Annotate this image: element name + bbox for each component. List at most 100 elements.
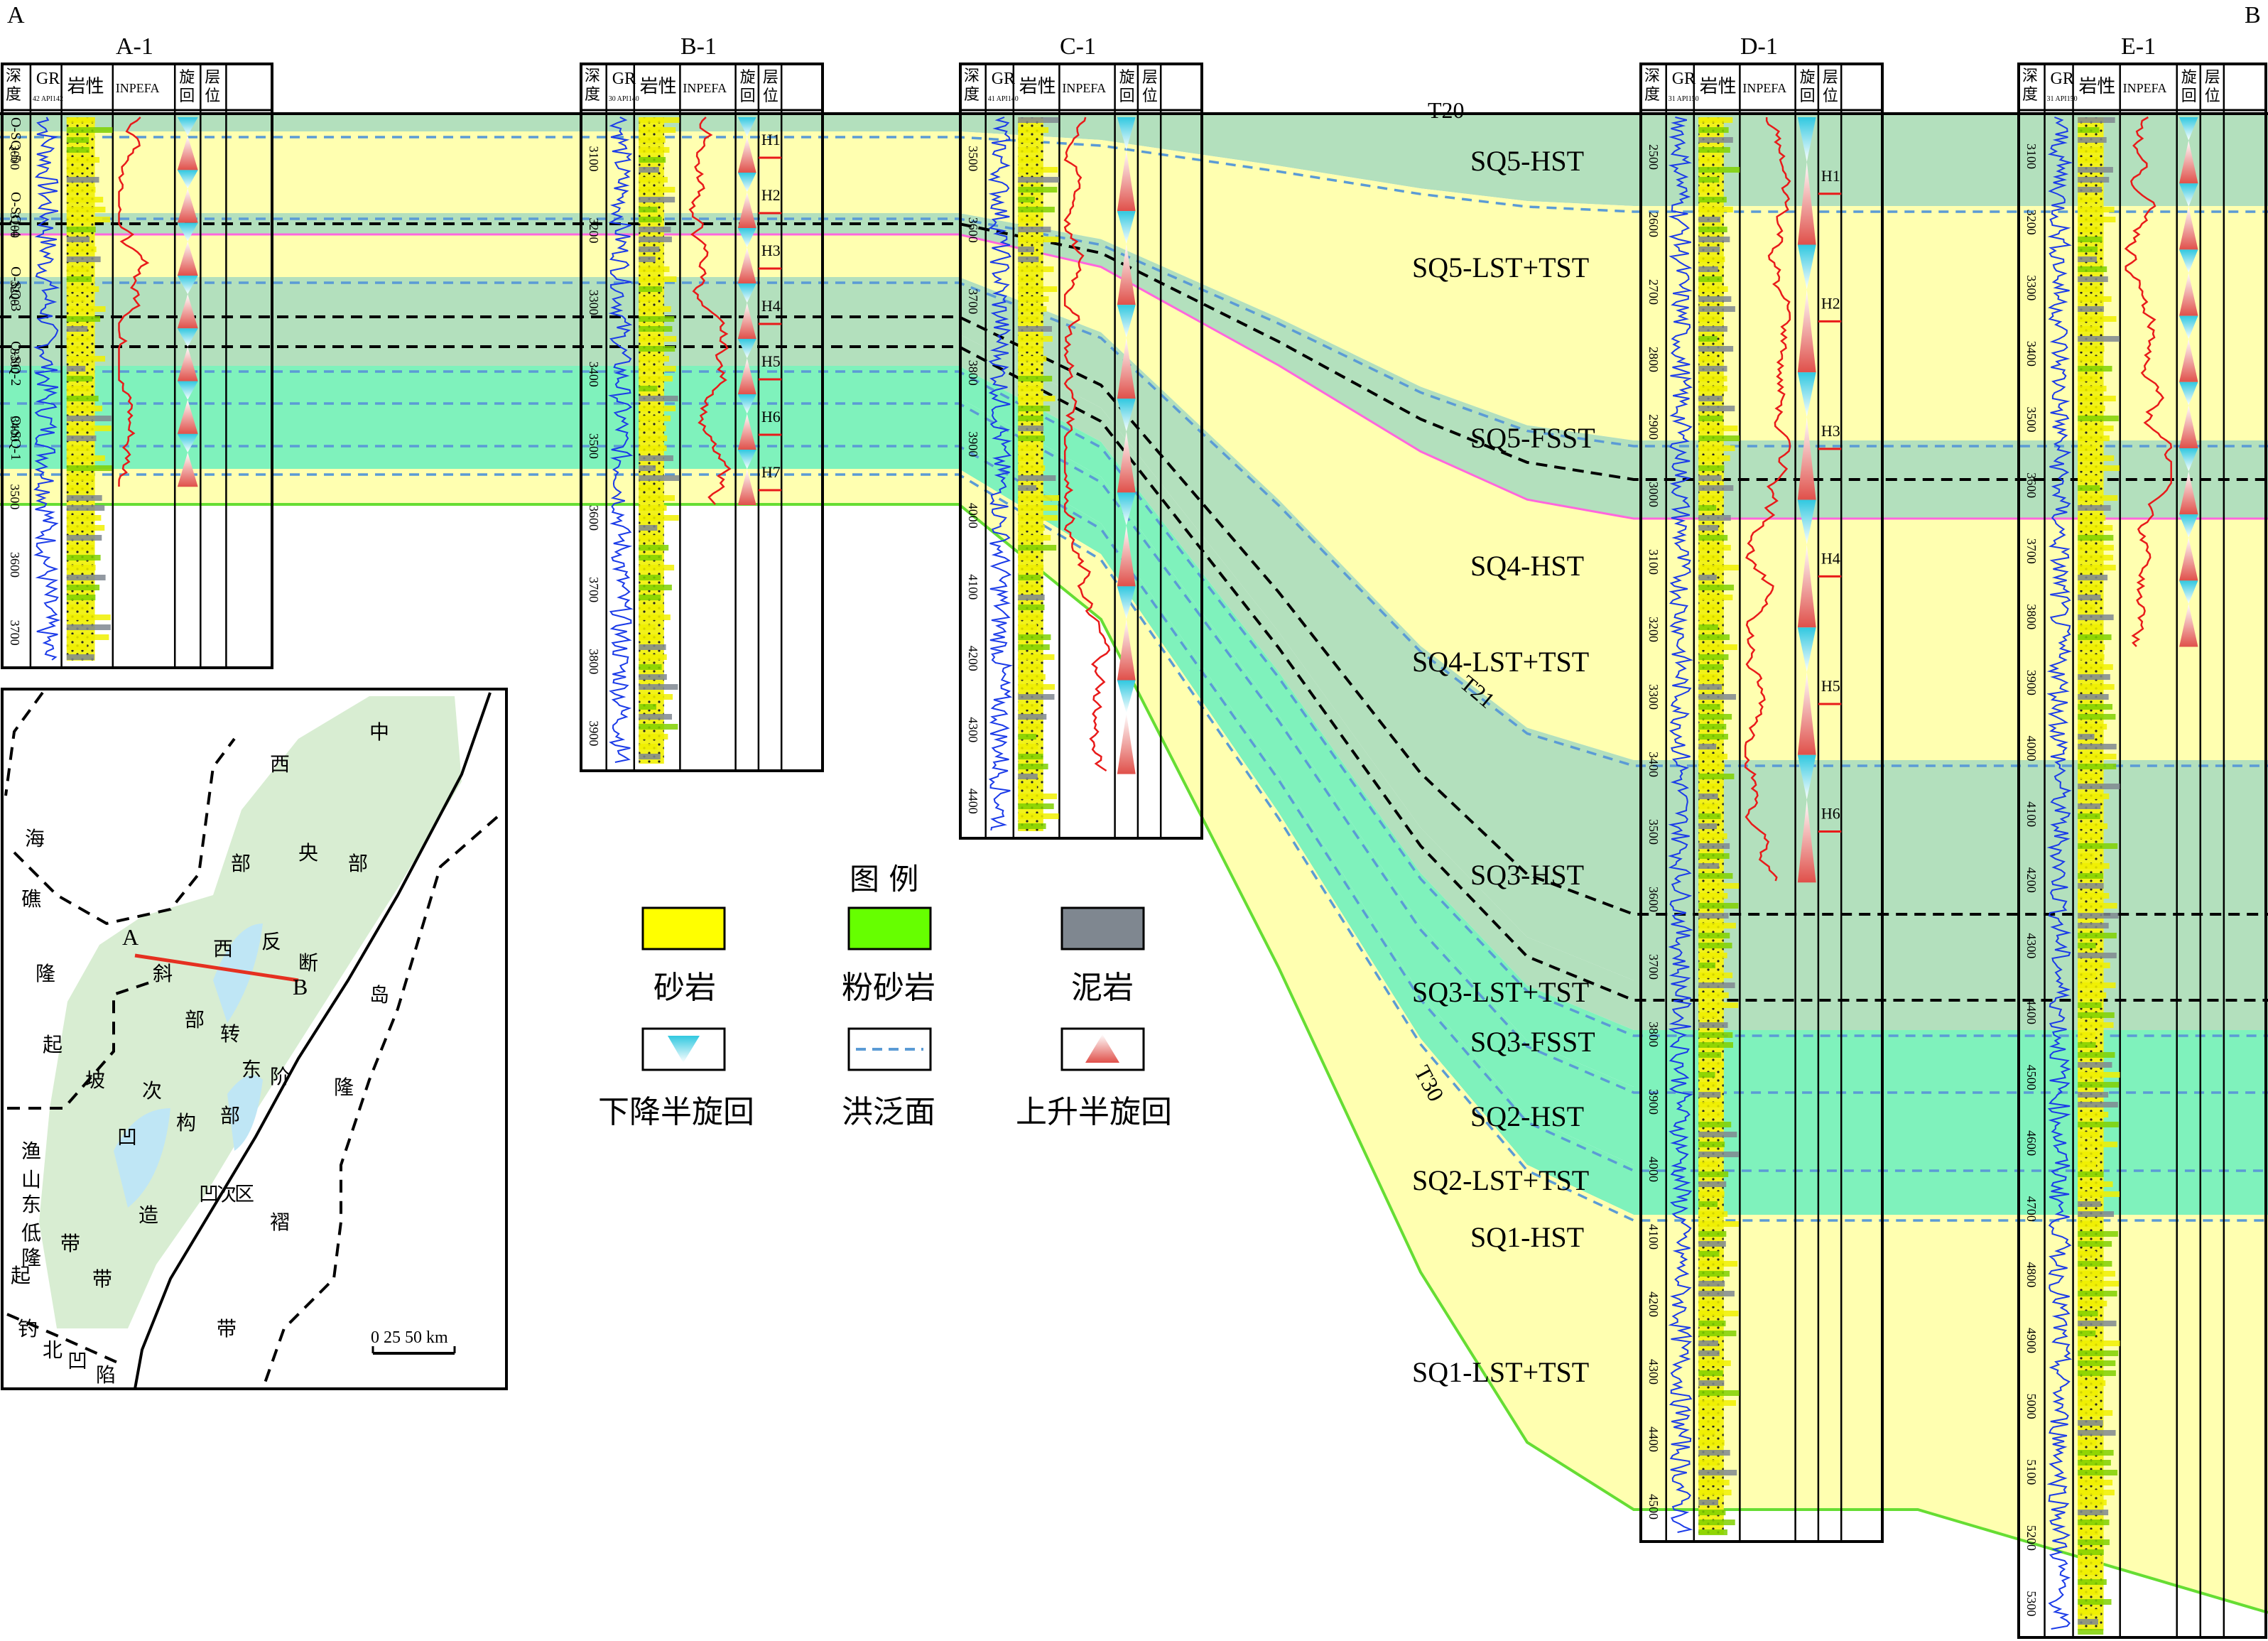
header-depth-2: 度 [2022,86,2038,104]
lithology-bed [2078,1559,2102,1565]
lithology-bed [2078,435,2110,441]
lithology-bed [2078,227,2100,232]
flooding-surface-2 [0,281,2268,767]
map-scale-label: 0 25 50 km [371,1328,448,1347]
header-cycle-2: 回 [1800,87,1816,105]
lithology-bed [1698,1341,1719,1346]
lithology-bed [639,276,677,282]
lithology-bed [1698,1420,1720,1426]
lithology-bed [1698,1380,1725,1386]
lithology-bed [1698,1271,1730,1277]
lithology-bed [1698,1042,1733,1048]
horizon-label: H4 [761,297,781,315]
well-frame [2017,63,2267,1639]
header-horizon: 层 [205,69,220,87]
lithology-bed [1018,455,1035,461]
lithology-bed [66,316,101,322]
lithology-bed [2078,853,2095,859]
lithology-bed [2078,1251,2097,1257]
lithology-bed [639,694,673,700]
lithology-bed [1698,724,1727,730]
lithology-bed [66,416,112,421]
lithology-bed [2078,1380,2106,1386]
lithology-bed [2078,1569,2100,1575]
lithology-bed [1018,654,1055,660]
lithology-bed [639,485,658,491]
depth-tick: 4200 [2024,867,2039,893]
map-region-label: 转 [220,1022,240,1046]
lithology-bed [2078,973,2096,978]
a1-side-label: O-SQ-2 [8,341,23,386]
lithology-bed [1698,485,1734,491]
map-region-label: 凹 [67,1349,87,1372]
map-region-label: 坡 [85,1068,105,1092]
depth-tick: 3700 [1646,954,1661,980]
lithology-bed [1698,505,1717,511]
lithology-bed [1698,276,1722,282]
lithology-bed [639,495,675,501]
rising-cycle-icon [1117,713,1136,774]
map-region-labels: 中西央部部西反断岛隆海礁隆起斜部转东阶坡次部凹构次凹区造褶带带带渔山东低隆起钓北… [11,720,389,1387]
lithology-bed [2078,1539,2110,1545]
well-frame [580,63,824,772]
legend: 图 例 砂岩 粉砂岩 泥岩 下降半旋回 洪泛面 上升半旋回 [598,862,1172,1130]
lithology-bed [1698,1281,1725,1287]
falling-cycle-icon [1797,117,1816,162]
lithology-bed [1698,376,1727,381]
depth-tick: 3500 [8,484,22,509]
map-region-label: 反 [261,930,281,953]
lithology-bed [2078,953,2117,958]
depth-tick: 3400 [8,416,22,442]
lithology-bed [2078,1301,2107,1306]
lithology-bed [2078,873,2103,879]
header-inpefa: INPEFA [2123,81,2167,95]
depth-tick: 3300 [2024,275,2039,300]
lithology-bed [1018,674,1046,680]
header-horizon: 层 [1142,69,1158,87]
lithology-bed [1698,1251,1720,1257]
lithology-bed [1698,396,1723,401]
lithology-bed [1018,595,1045,600]
lithology-bed [66,167,85,173]
rising-cycle-icon [1117,244,1136,305]
depth-tick: 3500 [966,146,980,171]
lithology-bed [2078,813,2100,819]
depth-tick: 3300 [1646,684,1661,710]
lithology-bed [66,426,112,431]
lithology-bed [1018,714,1047,720]
rising-cycle-icon [1797,289,1816,373]
depth-tick: 3300 [8,348,22,374]
falling-cycle-icon [2179,183,2198,207]
map-region-label: 渔 [21,1139,41,1163]
lithology-bed [1698,1152,1739,1157]
lithology-bed [2078,1281,2119,1287]
legend-label-mudstone: 泥岩 [1071,970,1134,1006]
lithology-bed [639,147,670,153]
lithology-bed [2078,803,2101,809]
rising-cycle-icon [1117,525,1136,587]
depth-tick: 3400 [1646,752,1661,777]
lithology-bed [2078,445,2097,451]
gr-curve [33,117,61,661]
lithology-bed [1018,605,1045,610]
header-cycle: 旋 [179,69,195,87]
depth-tick: 3900 [2024,670,2039,695]
lithology-bed [2078,913,2119,919]
lithology-bed [2078,1082,2120,1088]
map-region-label: 中 [369,720,389,744]
lithology-bed [1018,535,1051,541]
lithology-bed [1018,664,1043,670]
falling-cycle-icon [1797,372,1816,417]
legend-swatch-sandstone [641,906,726,951]
depth-tick: 3200 [8,281,22,306]
lithology-bed [1018,207,1055,212]
lithology-bed [2078,1271,2115,1277]
lithology-bed [1018,197,1035,202]
lithology-bed [1698,247,1720,252]
lithology-bed [1698,943,1732,948]
lithology-bed [2078,903,2117,909]
lithology-bed [639,585,672,590]
rising-cycle-icon [1117,337,1136,399]
depth-tick: 3400 [587,362,601,387]
lithology-sand [1018,117,1043,831]
